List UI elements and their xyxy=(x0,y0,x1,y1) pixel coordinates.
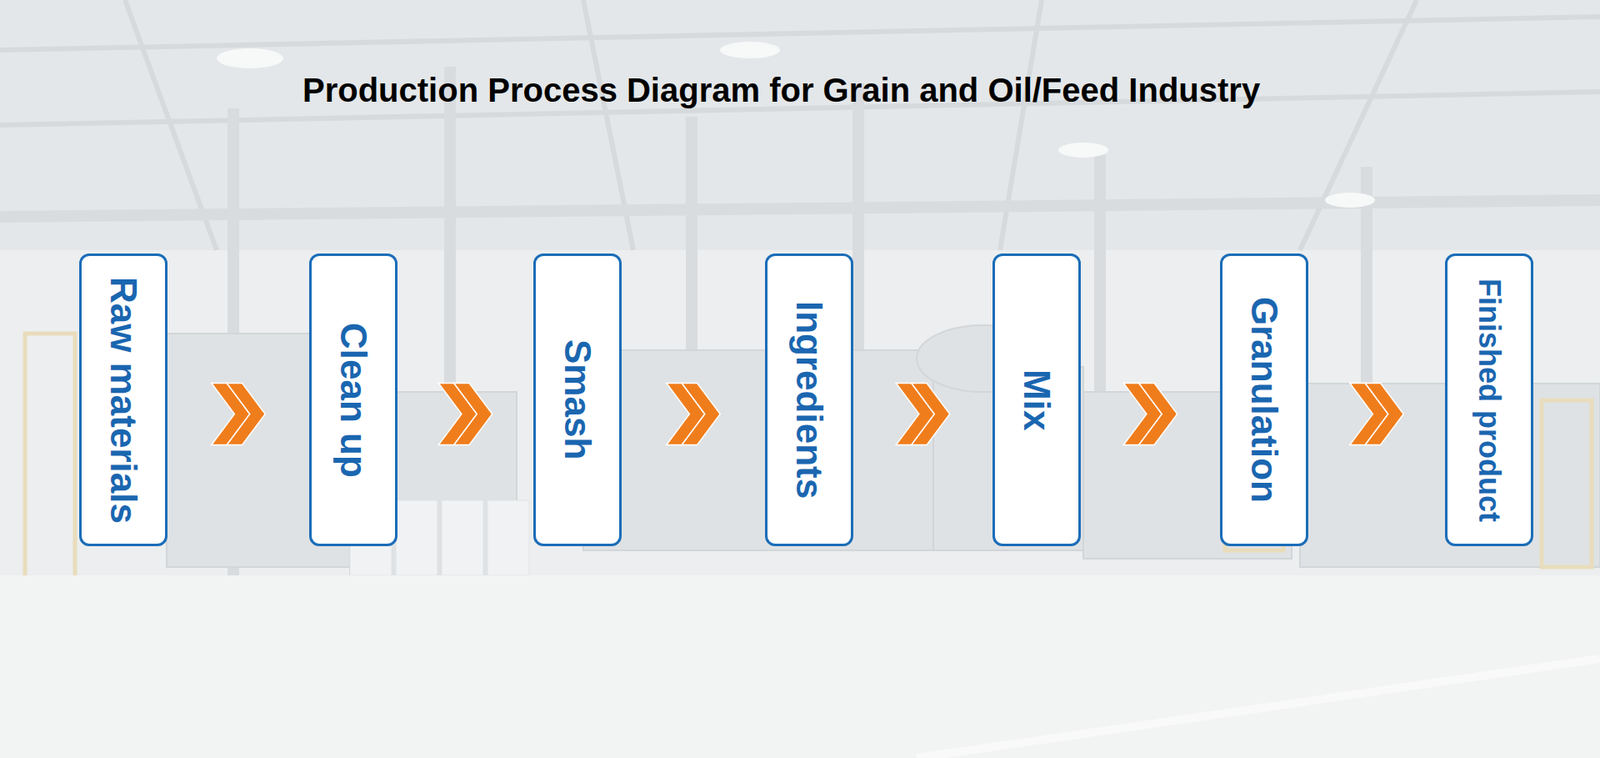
flow-arrow xyxy=(438,383,492,445)
chevron xyxy=(454,383,493,445)
process-box: Smash xyxy=(533,253,622,546)
process-box: Ingredients xyxy=(765,253,854,546)
chevron xyxy=(1365,383,1404,445)
step-label: Clean up xyxy=(333,322,374,478)
step-label: Ingredients xyxy=(789,300,830,499)
flow-arrow xyxy=(211,383,265,445)
flow-arrow xyxy=(1123,383,1177,445)
diagram-title: Production Process Diagram for Grain and… xyxy=(302,71,1260,110)
chevron xyxy=(681,383,720,445)
flow-arrow xyxy=(666,383,720,445)
step-label: Raw materials xyxy=(103,276,144,524)
process-box: Clean up xyxy=(309,253,398,546)
step-label: Mix xyxy=(1016,369,1057,430)
process-box: Finished product xyxy=(1445,253,1534,546)
step-label: Finished product xyxy=(1472,278,1506,522)
process-box: Granulation xyxy=(1220,253,1309,546)
chevron xyxy=(226,383,265,445)
step-label: Granulation xyxy=(1244,296,1285,503)
chevron xyxy=(911,383,950,445)
flow-arrow xyxy=(895,383,950,445)
flow-arrow xyxy=(1350,383,1404,445)
process-box: Raw materials xyxy=(79,253,168,546)
step-label: Smash xyxy=(557,339,598,460)
chevron xyxy=(1139,383,1178,445)
process-box: Mix xyxy=(992,253,1081,546)
